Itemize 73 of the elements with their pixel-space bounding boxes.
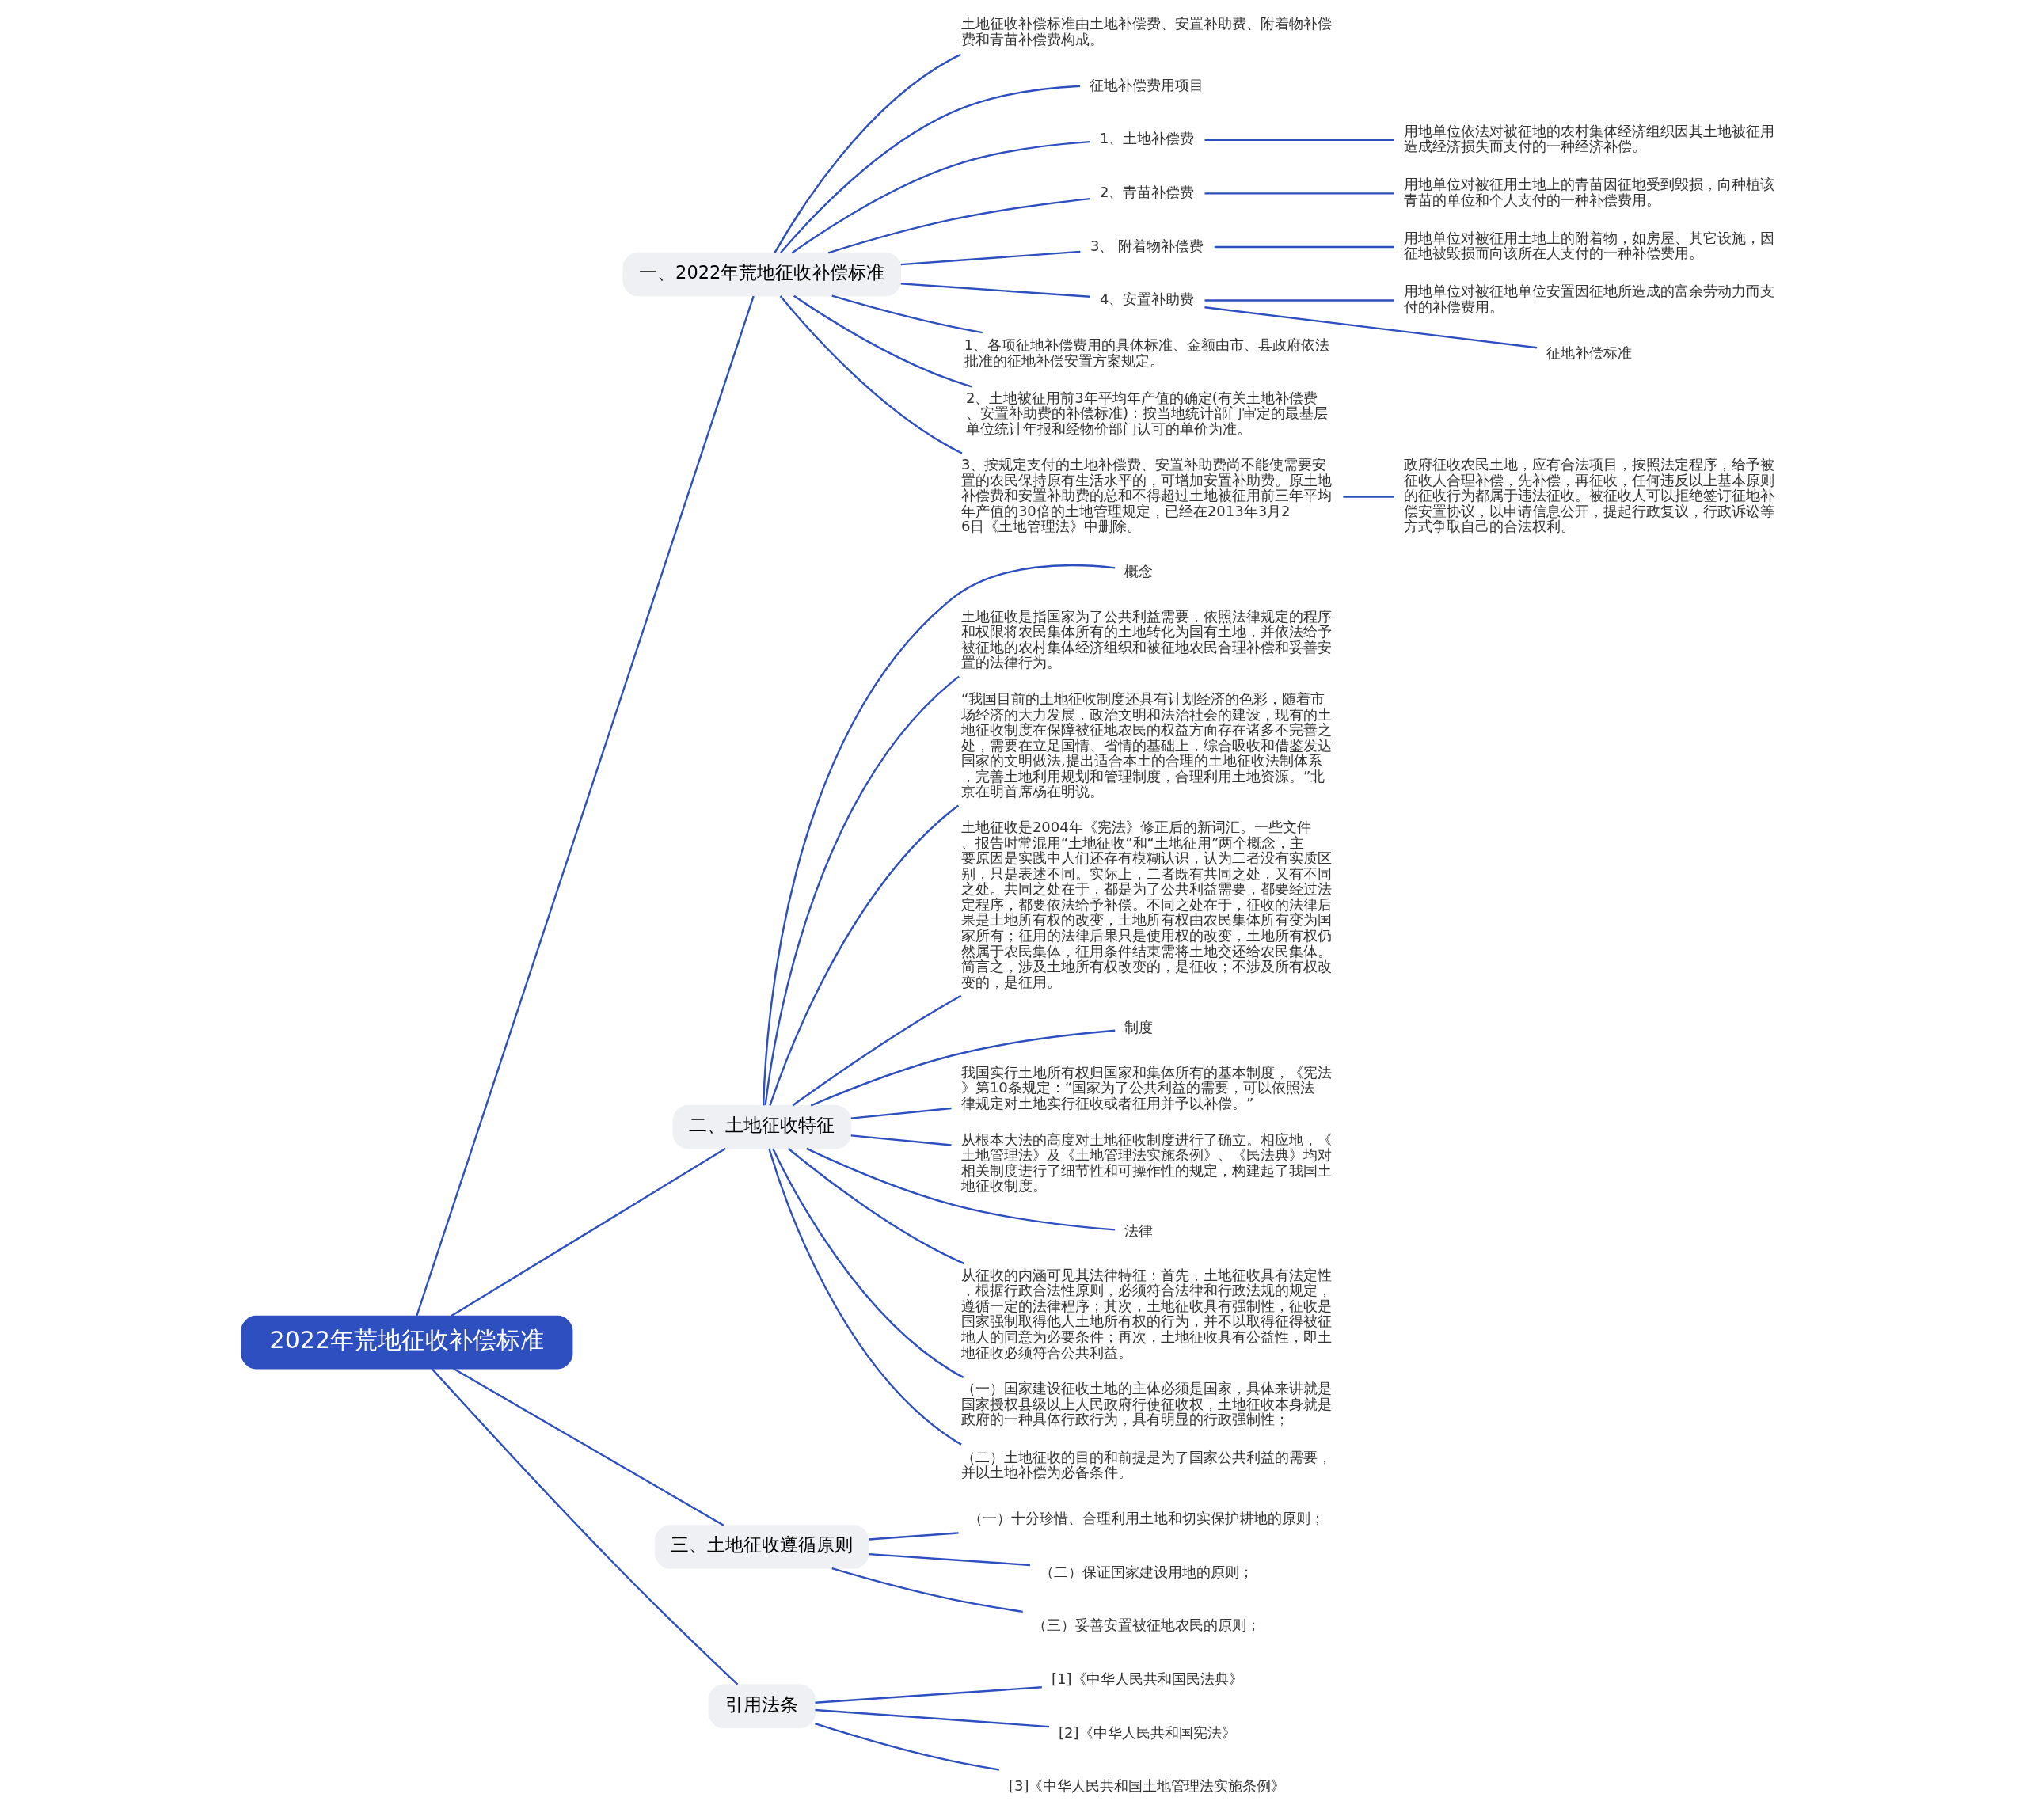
node-text: 政府征收农民土地，应有合法项目，按照法定程序，给予被征收人合理补偿，先补偿，再征收，任何违反以上基本原则的征收行为都属于违法征收。被征收人可以拒绝签订征地补偿安置协议，以申请信息公开，提起行政复议，行政诉讼等方式争取自己的合法权利。	[1403, 456, 1774, 535]
connector	[762, 564, 1116, 1106]
connector	[1214, 245, 1394, 249]
connector	[779, 295, 963, 454]
node-text: 用地单位依法对被征地的农村集体经济组织因其土地被征用造成经济损失而支付的一种经济补偿。	[1403, 122, 1774, 155]
connector	[792, 994, 962, 1107]
node-text: 征地补偿标准	[1546, 344, 1633, 361]
connector	[780, 85, 1081, 253]
node-text: （一）国家建设征收土地的主体必须是国家，具体来讲就是国家授权县级以上人民政府行使征收权，土地征收本身就是政府的一种具体行政行为，具有明显的行政强制性；	[960, 1380, 1332, 1428]
connector	[768, 1148, 962, 1446]
node-text: 3、 附着物补偿费	[1090, 237, 1204, 254]
connector	[815, 1686, 1042, 1704]
connector	[869, 1552, 1030, 1567]
node-text: 4、安置补助费	[1099, 291, 1195, 308]
connector	[1204, 299, 1394, 302]
connector	[850, 1107, 952, 1119]
node-text: 土地征收是2004年《宪法》修正后的新词汇。一些文件、报告时常混用“土地征收”和“土地征用”两个概念，主要原因是实践中人们还存有模糊认识，认为二者没有实质区别，只是表述不同。实际上，二者既有共同之处，又有不同之处。共同之处在于，都是为了公共利益需要，都要经过法定程序，都要依法给予补偿。不同之处在于，征收的法律后果是土地所有权的改变，土地所有权由农民集体所有变为国家所有；征用的法律后果只是使用权的改变，土地所有权仍然属于农民集体，征用条件结束需将土地交还给农民集体。简言之，涉及土地所有权改变的，是征收；不涉及所有权改变的，是征用。	[960, 819, 1332, 990]
connector	[793, 294, 972, 388]
node-box: 二、土地征收特征	[672, 1104, 851, 1149]
connector	[416, 295, 755, 1317]
connector	[815, 1708, 1050, 1728]
node-text: （二）土地征收的目的和前提是为了国家公共利益的需要，并以土地补偿为必备条件。	[960, 1448, 1332, 1481]
connector	[831, 1567, 1023, 1613]
node-text: 征地补偿费用项目	[1090, 76, 1204, 93]
connector	[869, 1532, 959, 1541]
connector	[806, 1147, 1116, 1231]
node-text: 法律	[1124, 1222, 1154, 1239]
connector	[900, 283, 1090, 298]
connector	[1204, 306, 1538, 349]
node-text: （二）保证国家建设用地的原则；	[1040, 1563, 1254, 1580]
node-text: 2、土地被征用前3年平均年产值的确定(有关土地补偿费、安置补助费的补偿标准)：按当地统计部门审定的最基层单位统计年报和经物价部门认可的单价为准。	[965, 389, 1328, 437]
node-text: 土地征收补偿标准由土地补偿费、安置补助费、附着物补偿费和青苗补偿费构成。	[960, 15, 1332, 47]
node-text: 制度	[1124, 1018, 1154, 1035]
node-text: 用地单位对被征地单位安置因征地所造成的富余劳动力而支付的补偿费用。	[1403, 283, 1774, 315]
node-text: （一）十分珍惜、合理利用土地和切实保护耕地的原则；	[968, 1510, 1325, 1527]
node-text: 概念	[1124, 563, 1154, 580]
node-text: 从征收的内涵可见其法律特征：首先，土地征收具有法定性，根据行政合法性原则，必须符合法律和行政法规的规定，遵循一定的法律程序；其次，土地征收具有强制性，征收是国家强制取得他人土地所有权的行为，并不以取得征得被征地人的同意为必要条件；再次，土地征收具有公益性，即土地征收必须符合公共利益。	[960, 1266, 1332, 1361]
node-text: 2、青苗补偿费	[1099, 184, 1195, 201]
connector	[1204, 139, 1394, 141]
node-text: 3、按规定支付的土地补偿费、安置补助费尚不能使需要安置的农民保持原有生活水平的，可增加安置补助费。原土地补偿费和安置补助费的总和不得超过土地被征用前三年平均年产值的30倍的土地管理规定，已经在2013年3月26日《土地管理法》中删除。	[960, 456, 1332, 535]
connector	[772, 1148, 964, 1378]
connector	[850, 1134, 952, 1146]
node-box: 2022年荒地征收补偿标准	[241, 1315, 573, 1370]
connector	[814, 1723, 1000, 1771]
connector	[431, 1368, 739, 1685]
node-text: （三）妥善安置被征地农民的原则；	[1033, 1617, 1261, 1634]
connector	[450, 1147, 726, 1317]
node-text: 用地单位对被征用土地上的附着物，如房屋、其它设施，因征地被毁损而向该所在人支付的一种补偿费用。	[1403, 229, 1774, 262]
node-text: [3]《中华人民共和国土地管理法实施条例》	[1008, 1777, 1286, 1795]
node-text: 我国实行土地所有权归国家和集体所有的基本制度，《宪法》第10条规定：“国家为了公共利益的需要，可以依照法律规定对土地实行征收或者征用并予以补偿。”	[960, 1063, 1332, 1111]
node-text: 土地征收是指国家为了公共利益需要，依照法律规定的程序和权限将农民集体所有的土地转化为国有土地，并依法给予被征地的农村集体经济组织和被征地农民合理补偿和妥善安置的法律行为。	[960, 607, 1332, 671]
node-text: [1]《中华人民共和国民法典》	[1052, 1670, 1243, 1687]
node-box: 三、土地征收遵循原则	[655, 1525, 869, 1569]
connector	[774, 53, 961, 253]
connector	[764, 675, 960, 1106]
connector	[787, 1147, 965, 1265]
node-box: 引用法条	[708, 1684, 816, 1729]
connector	[827, 197, 1090, 254]
connector	[769, 804, 960, 1106]
connector	[1204, 192, 1394, 195]
node-text: “我国目前的土地征收制度还具有计划经济的色彩，随着市场经济的大力发展，政治文明和法治社会的建设，现有的土地征收制度在保障被征地农民的权益方面存在诸多不完善之处，需要在立足国情、省情的基础上，综合吸收和借鉴发达国家的文明做法,提出适合本土的合理的土地征收法制体系，完善土地利用规划和管理制度，合理利用土地资源。”北京在明首席杨在明说。	[960, 690, 1332, 800]
connector	[453, 1367, 724, 1526]
node-text: 从根本大法的高度对土地征收制度进行了确立。相应地，《土地管理法》及《土地管理法实施条例》、《民法典》均对相关制度进行了细节性和可操作性的规定，构建起了我国土地征收制度。	[960, 1130, 1332, 1195]
node-box: 一、2022年荒地征收补偿标准	[622, 252, 902, 297]
connector	[831, 294, 983, 334]
connector	[791, 140, 1090, 254]
connector	[900, 250, 1081, 266]
connector	[810, 1029, 1116, 1107]
node-text: 1、各项征地补偿费用的具体标准、金额由市、县政府依法批准的征地补偿安置方案规定。	[964, 336, 1330, 369]
node-text: 用地单位对被征用土地上的青苗因征地受到毁损，向种植该青苗的单位和个人支付的一种补偿费用。	[1403, 176, 1774, 208]
node-text: [2]《中华人民共和国宪法》	[1059, 1723, 1236, 1741]
connector	[1343, 496, 1394, 498]
node-text: 1、土地补偿费	[1099, 130, 1195, 147]
